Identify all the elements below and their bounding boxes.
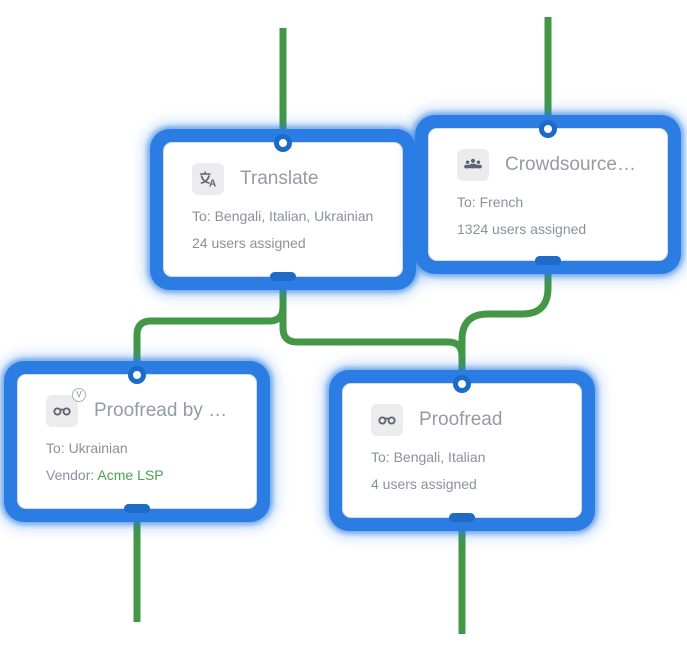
- svg-text:A: A: [209, 179, 216, 190]
- vendor-label: Vendor:: [46, 467, 98, 483]
- workflow-node-proofread-vendor[interactable]: V Proofread by vendor To: Ukrainian Vend…: [4, 361, 270, 522]
- vendor-name-link[interactable]: Acme LSP: [97, 467, 164, 483]
- crowd-icon: [457, 149, 489, 181]
- glasses-icon: [371, 404, 403, 436]
- output-connector[interactable]: [449, 513, 475, 522]
- connection-line-crowdsource-to-proofread[interactable]: [458, 262, 552, 387]
- node-target-languages: To: Ukrainian: [46, 440, 128, 456]
- node-card: Crowdsource tra... To: French 1324 users…: [428, 120, 668, 265]
- translate-icon: A: [192, 163, 224, 195]
- node-title: Proofread by vendor: [94, 400, 228, 421]
- output-connector[interactable]: [270, 272, 296, 281]
- node-title: Crowdsource tra...: [505, 154, 639, 175]
- node-assignment: 1324 users assigned: [457, 221, 587, 237]
- node-target-languages: To: French: [457, 194, 524, 210]
- node-target-languages: To: Bengali, Italian, Ukrainian: [192, 208, 374, 224]
- workflow-node-proofread[interactable]: Proofread To: Bengali, Italian 4 users a…: [329, 370, 595, 531]
- node-target-languages: To: Bengali, Italian: [371, 449, 486, 465]
- workflow-node-translate[interactable]: A Translate To: Bengali, Italian, Ukrain…: [150, 129, 416, 290]
- input-connector[interactable]: [539, 120, 557, 138]
- vendor-badge: V: [72, 388, 86, 402]
- node-card: A Translate To: Bengali, Italian, Ukrain…: [163, 134, 403, 281]
- node-card: V Proofread by vendor To: Ukrainian Vend…: [17, 366, 257, 513]
- node-assignment: 4 users assigned: [371, 476, 477, 492]
- node-title: Proofread: [419, 409, 503, 430]
- input-connector[interactable]: [274, 134, 292, 152]
- output-connector[interactable]: [124, 504, 150, 513]
- node-vendor: Vendor: Acme LSP: [46, 467, 228, 483]
- node-assignment: 24 users assigned: [192, 235, 306, 251]
- workflow-node-crowdsource[interactable]: Crowdsource tra... To: French 1324 users…: [415, 115, 681, 274]
- input-connector[interactable]: [453, 375, 471, 393]
- output-connector[interactable]: [535, 256, 561, 265]
- input-connector[interactable]: [128, 366, 146, 384]
- glasses-vendor-icon: V: [46, 388, 86, 427]
- node-card: Proofread To: Bengali, Italian 4 users a…: [342, 375, 582, 522]
- node-title: Translate: [240, 168, 319, 189]
